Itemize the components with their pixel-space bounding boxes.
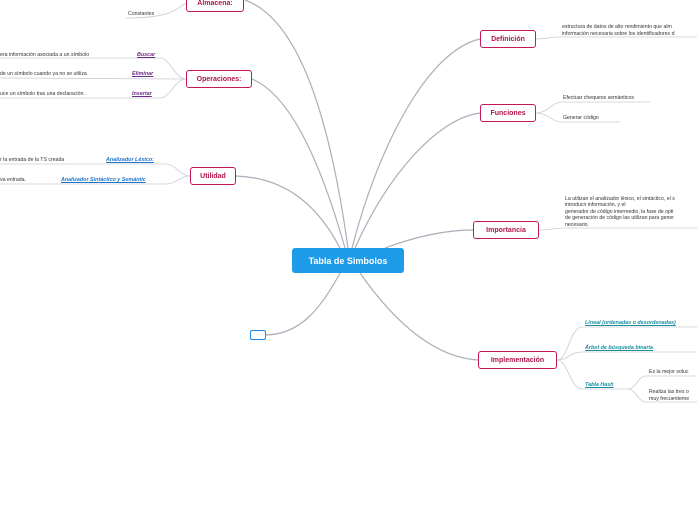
- definicion-line-2: información necesaria sobre los identifi…: [562, 31, 675, 37]
- empty-topic[interactable]: [250, 330, 266, 340]
- eliminar-text: de un símbolo cuando ya no se utiliza: [0, 71, 87, 77]
- branch-operaciones[interactable]: Operaciones:: [186, 70, 252, 88]
- branch-almacena[interactable]: Almacena:: [186, 0, 244, 12]
- branch-importancia[interactable]: Importancia: [473, 221, 539, 239]
- central-topic[interactable]: Tabla de Simbolos: [292, 248, 404, 273]
- link-definicion: [351, 38, 481, 249]
- branch-implementacion[interactable]: Implementación: [478, 351, 557, 369]
- hash-note-1: Es la mejor soluc: [649, 369, 689, 375]
- importancia-line-2: introducir información, y el: [565, 202, 626, 208]
- insertar-label[interactable]: Insertar: [132, 91, 152, 97]
- importancia-line-5: necesario.: [565, 222, 589, 228]
- lexico-text: r la entrada de la TS creada: [0, 157, 65, 163]
- branch-funciones[interactable]: Funciones: [480, 104, 536, 122]
- importancia-line-3: generador de código intermedio, la fase …: [565, 209, 674, 215]
- buscar-label[interactable]: Buscar: [137, 52, 156, 58]
- link-implementacion: [359, 272, 479, 361]
- eliminar-label[interactable]: Eliminar: [132, 71, 154, 77]
- almacena-constantes: Constantes: [128, 11, 155, 17]
- link-importancia: [384, 229, 474, 249]
- link-utilidad: [235, 175, 341, 249]
- insertar-text: uce un símbolo tras una declaración.: [0, 91, 85, 97]
- funciones-item-2: Generar código: [563, 115, 599, 121]
- sintactico-text: va entrada.: [0, 177, 26, 183]
- link-empty: [265, 272, 341, 336]
- impl-lineal-label[interactable]: Lineal (ordenadas o desordenadas): [585, 320, 676, 326]
- hash-note-2b: muy frecuenteme: [649, 396, 690, 402]
- importancia-line-4: de generación de código las utilizan par…: [565, 215, 675, 221]
- link-funciones: [354, 112, 481, 249]
- funciones-item-1: Efectuar chequeos semánticos: [563, 95, 634, 101]
- branch-definicion[interactable]: Definición: [480, 30, 536, 48]
- link-almacena: [244, 0, 349, 249]
- impl-hash-label[interactable]: Tabla Hash: [585, 382, 614, 388]
- importancia-line-1: La utilizan el analizador léxico, el sin…: [565, 196, 675, 202]
- impl-arbol-label[interactable]: Árbol de búsqueda binaria: [585, 345, 653, 351]
- branch-utilidad[interactable]: Utilidad: [190, 167, 236, 185]
- definicion-line-1: estructura de datos de alto rendimiento …: [562, 24, 672, 30]
- buscar-text: era información asociada a un símbolo: [0, 52, 90, 58]
- lexico-label[interactable]: Analizador Léxico:: [106, 157, 154, 163]
- hash-note-2a: Realiza las tres o: [649, 389, 689, 395]
- link-operaciones: [251, 78, 346, 249]
- sintactico-label[interactable]: Analizador Sintáctico y Semántic: [61, 177, 146, 183]
